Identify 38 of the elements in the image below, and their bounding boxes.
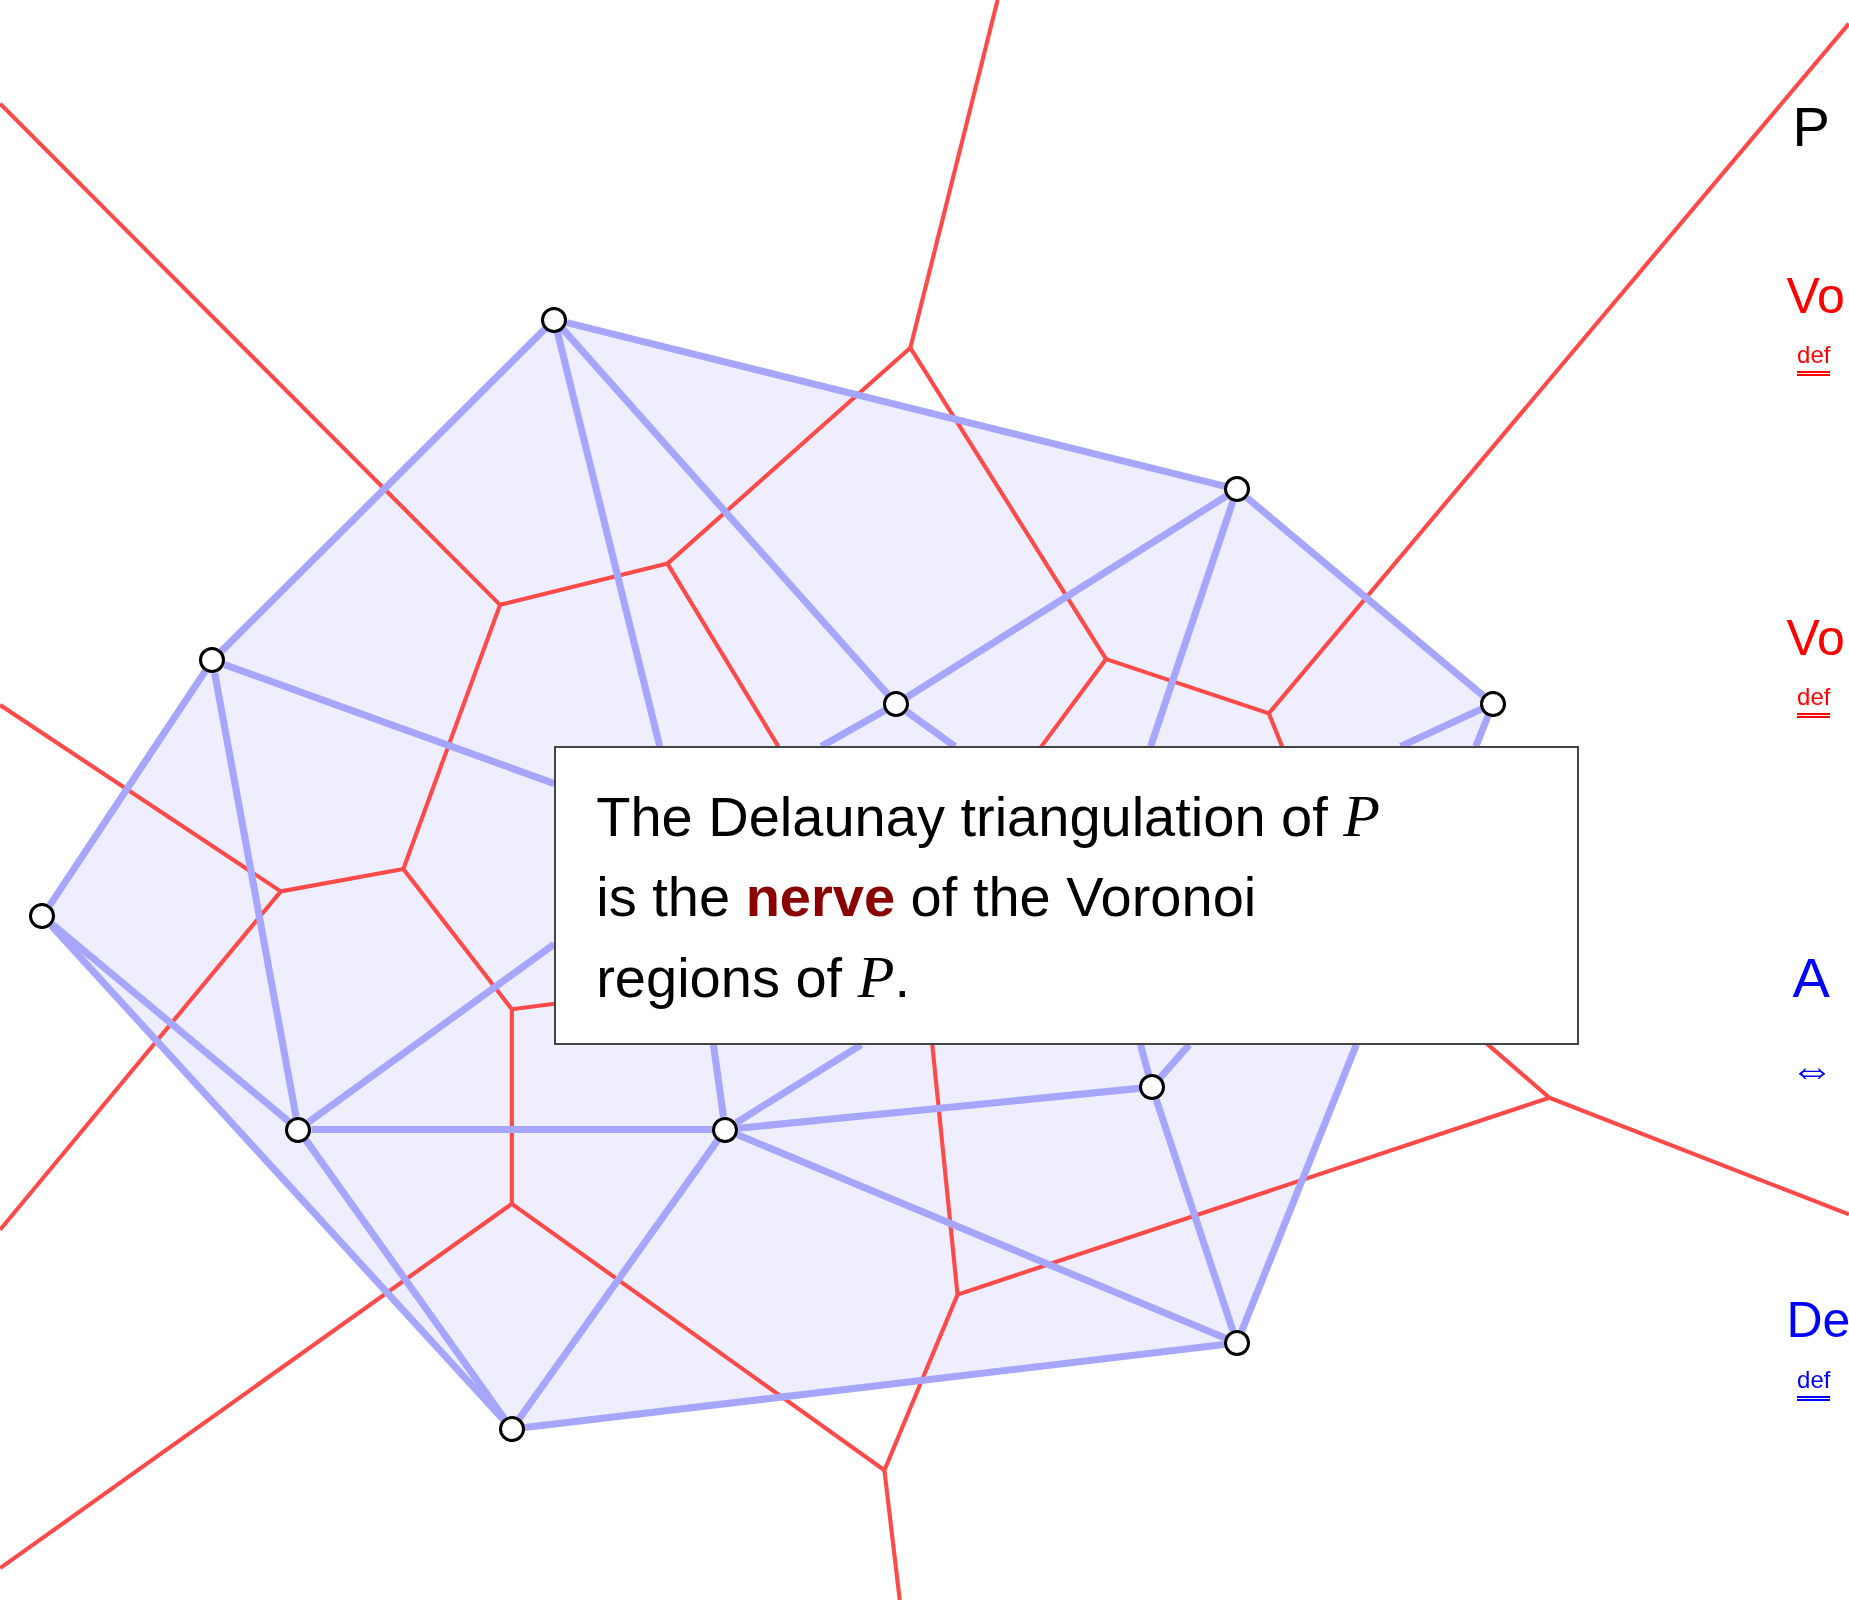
triangulation-edge (223, 661, 556, 787)
side-label: De (1786, 1294, 1849, 1345)
triangulation-edge (709, 1044, 727, 1118)
triangulation-edge (553, 331, 664, 748)
side-label: P (1792, 99, 1830, 156)
point-marker (1224, 476, 1250, 503)
text-box (554, 746, 1579, 1045)
triangulation-edge (566, 319, 1226, 490)
triangulation-edge (1244, 494, 1486, 699)
triangulation-edge (1152, 1098, 1237, 1332)
triangulation-edge (524, 1341, 1225, 1432)
triangulation-edge (905, 493, 1228, 700)
triangulation-edge (1238, 1043, 1360, 1333)
triangulation-edge (211, 672, 300, 1118)
point-marker (498, 1416, 525, 1443)
point-marker (199, 647, 226, 674)
triangulation-edge (1137, 1043, 1153, 1076)
triangulation-edge (219, 326, 548, 654)
statement-text: The Delaunay triangulation of P is the nerve of the Voronoi regions of P. (596, 782, 1381, 1013)
triangulation-edge (1147, 500, 1237, 748)
side-label: def (1797, 343, 1831, 377)
triangulation-edge (560, 326, 891, 697)
point-marker (29, 903, 56, 930)
triangulation-edge (303, 1138, 508, 1421)
triangulation-edge (311, 1126, 713, 1134)
side-label: Vo (1786, 271, 1845, 322)
point-marker (541, 306, 568, 333)
triangulation-edge (516, 1138, 721, 1421)
triangulation-edge (46, 669, 209, 908)
side-label: Vo (1786, 613, 1845, 664)
side-label: A (1792, 950, 1830, 1007)
side-label: def (1797, 685, 1831, 719)
side-label: def (1797, 1367, 1831, 1401)
triangulation-edge (737, 1084, 1140, 1132)
triangulation-edge (1157, 1042, 1192, 1080)
triangulation-edge (1472, 714, 1492, 748)
side-label: ⇔ (1790, 1047, 1835, 1092)
triangulation-edge (735, 1131, 1227, 1342)
